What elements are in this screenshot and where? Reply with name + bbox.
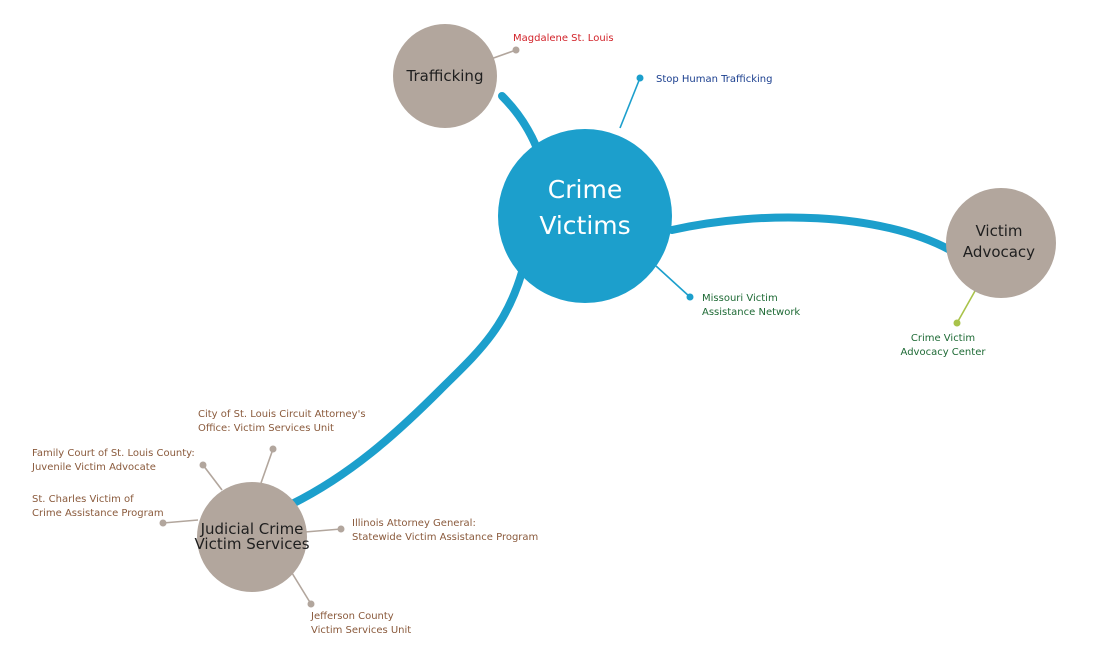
leader-dot — [199, 461, 207, 469]
leader-line — [619, 77, 641, 129]
leaf-label-line1: City of St. Louis Circuit Attorney's — [198, 409, 366, 420]
node-label-line2: Victim Services — [194, 535, 309, 553]
leader-dot — [953, 319, 961, 327]
leader-line — [956, 290, 976, 324]
leaf-label-line1: Jefferson County — [310, 611, 394, 622]
leader-dot — [307, 600, 315, 608]
leaf-magdalene[interactable]: Magdalene St. Louis — [487, 33, 614, 61]
leader-dot — [337, 525, 345, 533]
leaf-city-attorney[interactable]: City of St. Louis Circuit Attorney's Off… — [198, 409, 366, 484]
connector-judicial — [288, 268, 526, 508]
leaf-label-line1: Illinois Attorney General: — [352, 518, 476, 529]
node-judicial[interactable]: Judicial Crime Victim Services — [194, 482, 310, 592]
leaf-label-line2: Crime Assistance Program — [32, 508, 164, 519]
leader-dot — [269, 445, 277, 453]
node-victim-advocacy[interactable]: Victim Advocacy — [946, 188, 1056, 298]
leaf-label-line2: Assistance Network — [702, 307, 800, 318]
node-circle — [946, 188, 1056, 298]
leaf-label: Magdalene St. Louis — [513, 33, 614, 44]
node-circle — [393, 24, 497, 128]
node-crime-victims[interactable]: Crime Victims — [498, 129, 672, 303]
center-circle — [498, 129, 672, 303]
leader-dot — [686, 293, 694, 301]
leaf-label-line1: Missouri Victim — [702, 293, 778, 304]
connector-trafficking — [498, 92, 540, 150]
leaf-label: Stop Human Trafficking — [656, 74, 772, 85]
node-label-line1: Victim — [975, 222, 1022, 240]
leader-line — [202, 464, 223, 491]
leaf-advocacy-center[interactable]: Crime Victim Advocacy Center — [901, 290, 987, 358]
leaf-label-line2: Office: Victim Services Unit — [198, 423, 334, 434]
node-label-line2: Advocacy — [963, 243, 1035, 261]
leaf-family-court[interactable]: Family Court of St. Louis County: Juveni… — [31, 448, 223, 491]
leader-dot — [636, 74, 644, 82]
center-label-line1: Crime — [548, 175, 622, 204]
leaf-label-line2: Victim Services Unit — [311, 625, 411, 636]
leaf-label-line2: Advocacy Center — [901, 347, 987, 358]
connector-victim-advocacy — [668, 213, 954, 254]
leaf-missouri[interactable]: Missouri Victim Assistance Network — [655, 265, 800, 318]
leader-line — [655, 265, 691, 298]
leaf-jefferson[interactable]: Jefferson County Victim Services Unit — [291, 572, 411, 636]
leader-line — [162, 519, 199, 524]
leaf-label-line1: Crime Victim — [911, 333, 975, 344]
leaf-label-line2: Juvenile Victim Advocate — [31, 462, 156, 473]
leader-line — [291, 572, 312, 605]
leader-dot — [512, 46, 520, 54]
leaf-label-line2: Statewide Victim Assistance Program — [352, 532, 538, 543]
leader-dot — [159, 519, 167, 527]
center-label-line2: Victims — [539, 211, 630, 240]
node-circle — [197, 482, 307, 592]
node-trafficking[interactable]: Trafficking — [393, 24, 497, 128]
node-label: Trafficking — [406, 67, 484, 85]
leaf-illinois[interactable]: Illinois Attorney General: Statewide Vic… — [304, 518, 538, 543]
node-label-line1: Judicial Crime — [200, 520, 304, 538]
leaf-stop-trafficking[interactable]: Stop Human Trafficking — [619, 74, 772, 129]
leaf-label-line1: St. Charles Victim of — [32, 494, 134, 505]
leader-line — [304, 528, 342, 533]
leaf-label-line1: Family Court of St. Louis County: — [32, 448, 195, 459]
leader-line — [260, 448, 274, 484]
leaf-st-charles[interactable]: St. Charles Victim of Crime Assistance P… — [32, 494, 199, 527]
